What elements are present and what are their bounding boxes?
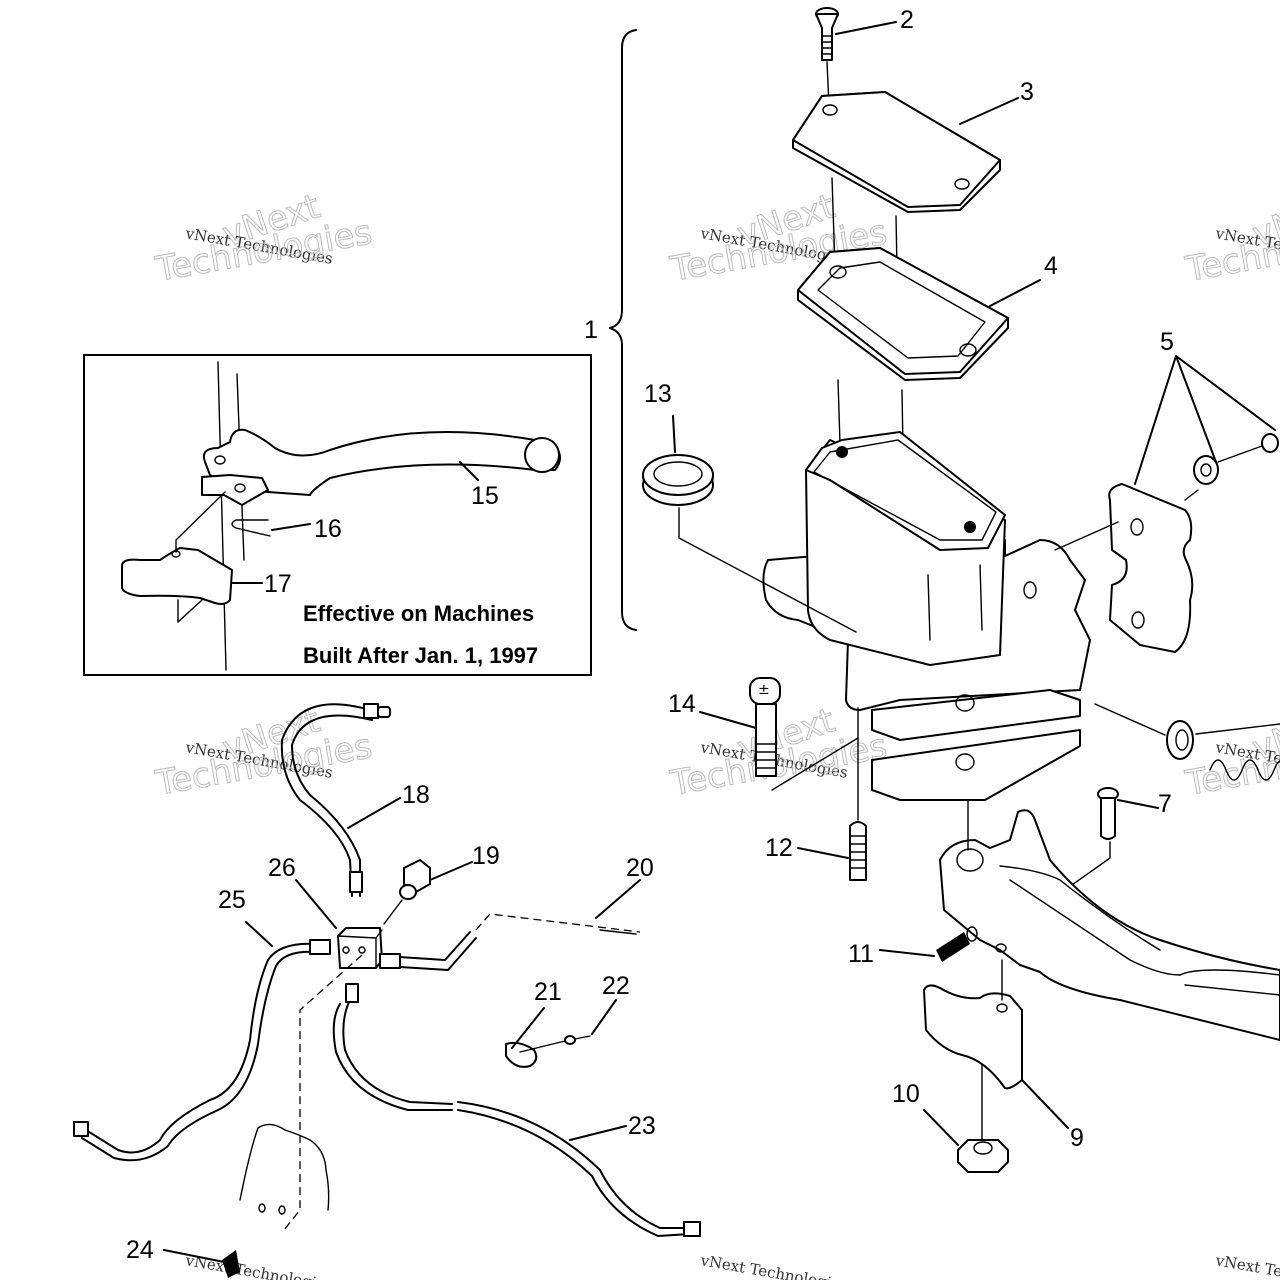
callout-5[interactable]: 5 [1160,328,1174,356]
inset-box: 15 16 17 Effective on Machines Built Aft… [83,354,592,676]
part-19-switch[interactable] [383,859,473,925]
watermark: vNext vNext Technologies Technologies [151,186,375,290]
watermark: vNext vNext Technologies Technologies [151,700,375,804]
watermark-small: vNext Technologies [698,1251,849,1280]
watermark: vNext vNext Technologies Technologies [1181,186,1280,290]
part-12-bolt[interactable] [797,707,867,881]
inset-note-line-1: Effective on Machines [303,601,534,626]
callout-2[interactable]: 2 [900,6,914,34]
part-11-set-screw[interactable] [879,926,978,962]
part-4-diaphragm[interactable] [797,247,1041,509]
callout-19[interactable]: 19 [472,842,500,870]
callout-20[interactable]: 20 [626,854,654,882]
spring-and-washer[interactable] [1094,703,1280,781]
callout-23[interactable]: 23 [628,1112,656,1140]
part-25-hose[interactable] [73,921,331,1162]
master-cylinder-body[interactable] [762,431,1091,801]
part-9-adjuster[interactable] [923,959,1069,1141]
watermark: vNext Technologies [183,1251,334,1280]
inset-note-line-2: Built After Jan. 1, 1997 [303,643,538,668]
brake-lever[interactable] [939,799,1280,1041]
svg-text:±: ± [758,682,770,698]
callout-16[interactable]: 16 [314,515,342,543]
part-3-cap[interactable] [792,91,1019,323]
callout-4[interactable]: 4 [1044,252,1058,280]
callout-12[interactable]: 12 [765,834,793,862]
part-10-nut[interactable] [923,1109,1009,1173]
callout-25[interactable]: 25 [218,886,246,914]
part-18-hose[interactable] [280,703,401,897]
part-24-bleeder[interactable] [163,1249,240,1278]
callout-26[interactable]: 26 [268,854,296,882]
callout-24[interactable]: 24 [126,1236,154,1264]
part-20-brake-line[interactable] [379,879,641,971]
watermark: vNext vNext Technologies Technologies [1181,700,1280,804]
part-5-clamp[interactable] [1054,355,1279,653]
part-17-adjuster[interactable] [121,547,233,605]
part-13-screw[interactable]: ± [699,677,859,791]
watermark-small: vNext Technologies [183,1251,334,1280]
assembly-bracket [609,29,637,631]
part-14-seal[interactable] [642,415,857,633]
callout-21[interactable]: 21 [534,978,562,1006]
watermark: vNext Technologies [1213,1251,1280,1280]
watermark-small: vNext Technologies [1213,1251,1280,1280]
frame-cutaway [239,1123,330,1215]
part-21-clip[interactable] [505,1007,545,1068]
callout-18[interactable]: 18 [402,781,430,809]
part-23-hose[interactable] [332,983,701,1237]
callout-10[interactable]: 10 [892,1080,920,1108]
callout-13[interactable]: 14 [668,690,696,718]
callout-17[interactable]: 17 [264,570,292,598]
part-16-spring[interactable] [231,519,271,537]
part-15-lever[interactable] [202,428,561,496]
callout-1[interactable]: 1 [584,316,598,344]
callout-7[interactable]: 7 [1158,790,1172,818]
callout-14[interactable]: 13 [644,380,672,408]
callout-9[interactable]: 9 [1070,1124,1084,1152]
watermark: vNext Technologies [698,1251,849,1280]
callout-15[interactable]: 15 [471,482,499,510]
part-26-junction-block[interactable] [283,879,383,1231]
callout-11[interactable]: 11 [848,940,874,968]
part-22-screw[interactable] [519,999,617,1053]
callout-22[interactable]: 22 [602,972,630,1000]
callout-3[interactable]: 3 [1020,78,1034,106]
